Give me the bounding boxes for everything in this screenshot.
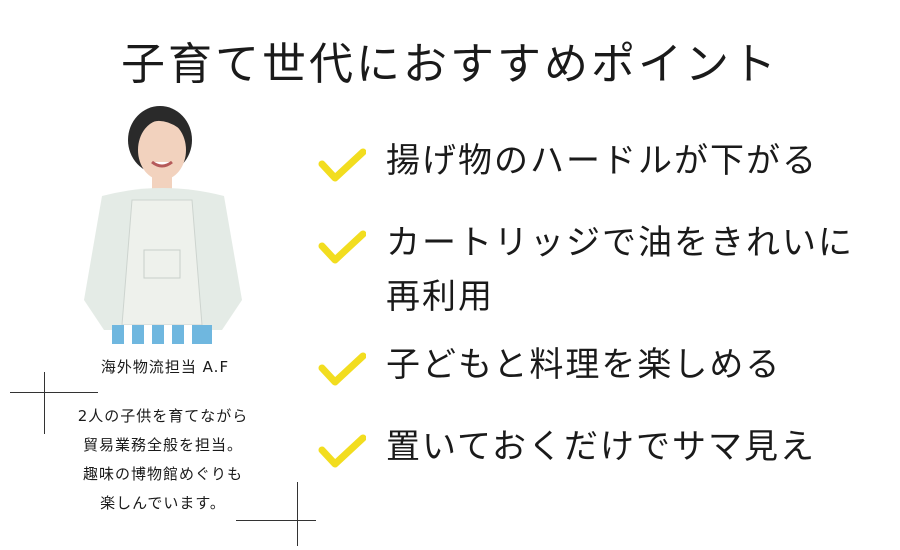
staff-name: 海外物流担当 A.F (100, 358, 230, 376)
checkmark-icon (318, 434, 366, 468)
point-text-line: カートリッジで油をきれいに (386, 223, 854, 263)
checkmark-icon (318, 148, 366, 182)
page-title: 子育て世代におすすめポイント (121, 39, 779, 90)
decor-line-vertical-top (44, 372, 45, 434)
decor-line-vertical-bottom (297, 482, 298, 546)
point-text: 置いておくだけでサマ見え (386, 427, 816, 467)
staff-photo (84, 106, 242, 344)
decor-line-horizontal-top (10, 392, 98, 393)
point-text-line: 再利用 (386, 277, 494, 317)
point-text: 揚げ物のハードルが下がる (386, 141, 818, 181)
bio-line: 楽しんでいます。 (100, 494, 226, 512)
point-text: カートリッジで油をきれいに 再利用 (386, 216, 896, 324)
staff-bio: 2人の子供を育てながら 貿易業務全般を担当。 趣味の博物館めぐりも 楽しんでいま… (48, 402, 278, 518)
bio-line: 趣味の博物館めぐりも (82, 465, 243, 483)
decor-line-horizontal-bottom (236, 520, 316, 521)
bio-line: 2人の子供を育てながら (77, 407, 249, 425)
checkmark-icon (318, 352, 366, 386)
bio-line: 貿易業務全般を担当。 (82, 436, 243, 454)
checkmark-icon (318, 230, 366, 264)
point-text: 子どもと料理を楽しめる (386, 345, 782, 385)
